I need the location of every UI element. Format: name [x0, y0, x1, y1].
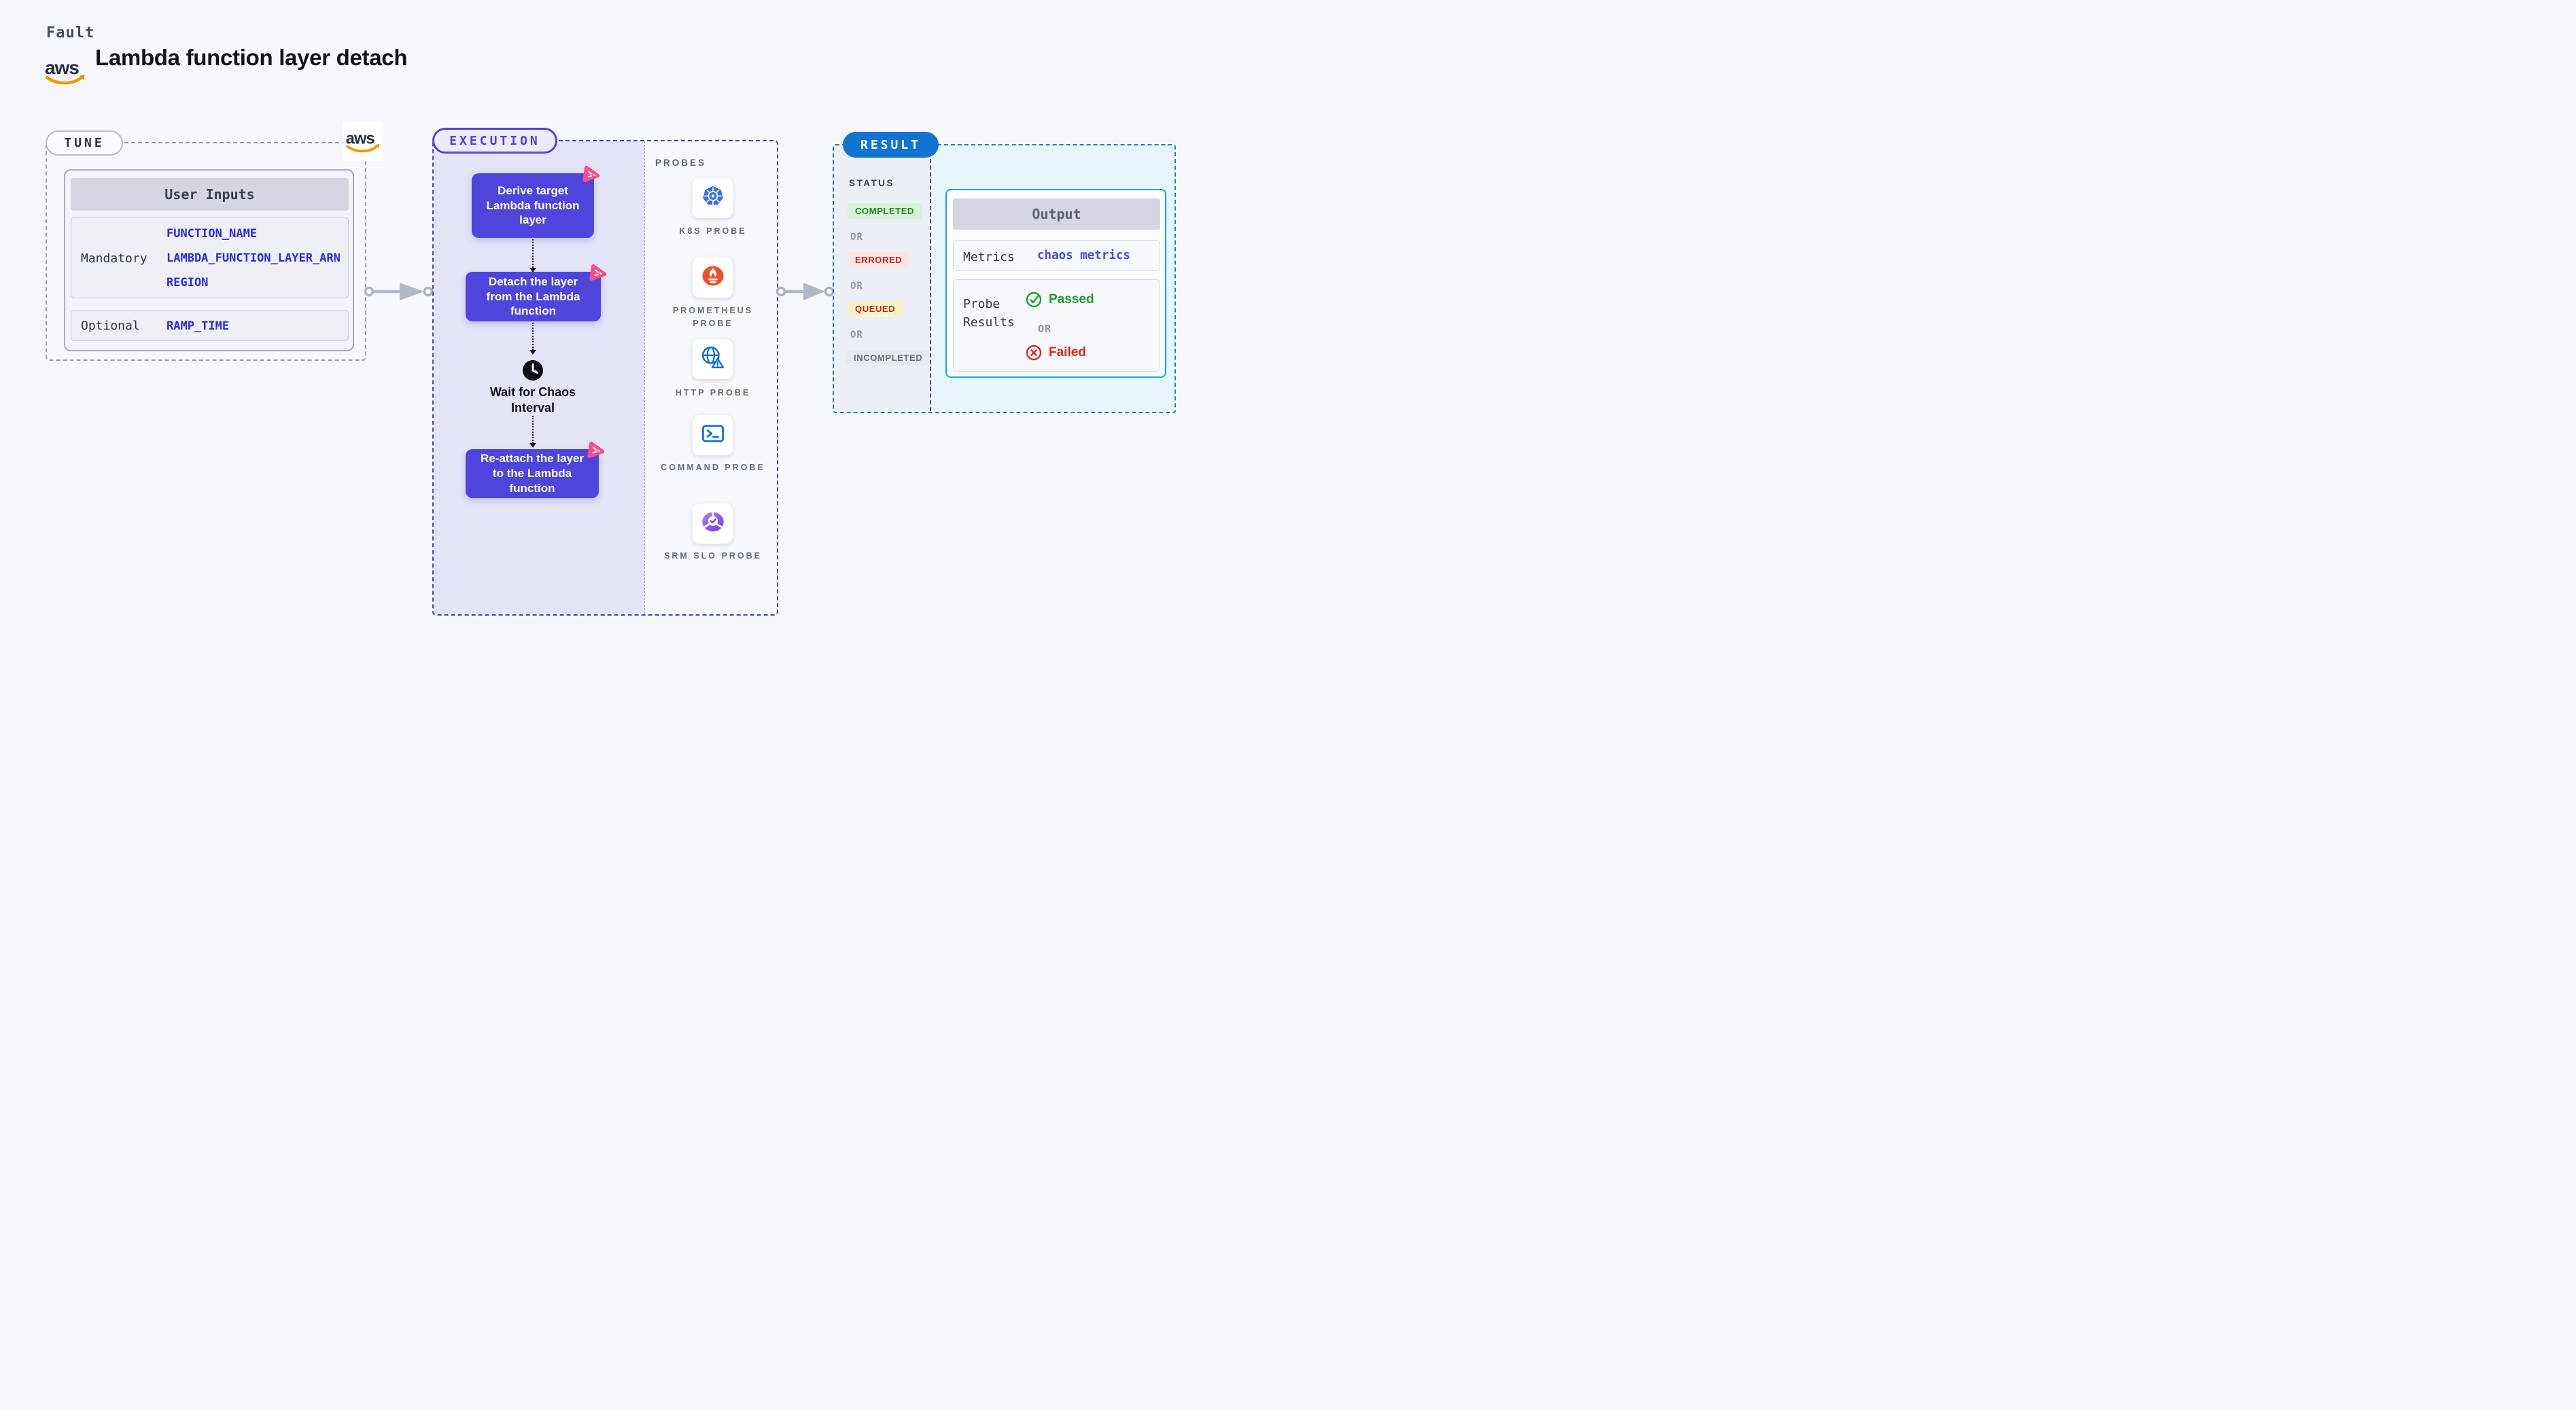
tune-pill: TUNE: [46, 130, 123, 156]
failed-x-icon: [1025, 344, 1043, 362]
flow-connector-arrowhead: [529, 268, 536, 276]
tune-section: TUNE aws User Inputs Mandatory FUNCTION_…: [46, 122, 383, 361]
wait-for-chaos-interval-label: Wait for Chaos Interval: [489, 385, 576, 415]
prometheus-icon: [701, 264, 725, 292]
flow-connector: [532, 323, 534, 350]
chaos-icon: [579, 163, 602, 186]
failed-label: Failed: [1049, 345, 1086, 359]
step-reattach-label: Re-attach the layer to the Lambda functi…: [480, 452, 585, 495]
fault-eyebrow: Fault: [46, 24, 95, 41]
user-inputs-table: User Inputs Mandatory FUNCTION_NAME LAMB…: [64, 169, 354, 351]
fault-diagram-page: Fault aws Lambda function layer detach T…: [0, 0, 1288, 705]
execution-to-result-arrow: [776, 279, 835, 304]
passed-check-icon: [1025, 291, 1043, 309]
status-badge-errored: ERRORED: [848, 252, 910, 268]
flow-connector-arrowhead: [529, 350, 536, 358]
output-box: Output Metrics chaos metrics Probe Resul…: [945, 189, 1166, 378]
input-ramp-time: RAMP_TIME: [167, 319, 230, 333]
svg-text:aws: aws: [346, 130, 375, 147]
mandatory-label: Mandatory: [81, 251, 147, 266]
k8s-probe-label: K8S PROBE: [679, 226, 747, 236]
result-section: RESULT STATUS COMPLETED OR ERRORED OR QU…: [833, 132, 1176, 413]
srm-slo-probe-card: [693, 504, 733, 544]
metrics-row: Metrics chaos metrics: [953, 240, 1160, 271]
srm-slo-icon: [701, 510, 725, 537]
aws-logo: aws: [43, 56, 87, 87]
step-detach-label: Detach the layer from the Lambda functio…: [486, 275, 580, 318]
passed-result: Passed: [1025, 291, 1094, 309]
status-badge-incompleted: INCOMPLETED: [846, 350, 930, 366]
step-derive-target-layer: Derive target Lambda function layer: [472, 165, 600, 238]
terminal-icon: [701, 421, 725, 449]
http-probe-card: [693, 339, 733, 379]
failed-result: Failed: [1025, 344, 1086, 362]
kubernetes-icon: [701, 184, 725, 212]
command-probe-card: [693, 415, 733, 455]
passed-label: Passed: [1049, 292, 1094, 306]
step-detach-layer: Detach the layer from the Lambda functio…: [466, 264, 607, 321]
input-region: REGION: [167, 276, 209, 289]
probes-title: PROBES: [655, 158, 707, 168]
tune-to-execution-arrow: [364, 279, 434, 304]
result-divider: [930, 145, 931, 411]
status-badge-completed: COMPLETED: [848, 203, 922, 219]
or-label: OR: [850, 281, 863, 292]
optional-row: Optional RAMP_TIME: [71, 310, 349, 341]
or-label: OR: [1038, 323, 1052, 335]
output-header: Output: [953, 198, 1160, 230]
prometheus-probe-label: PROMETHEUS PROBE: [672, 306, 754, 329]
step-reattach-layer: Re-attach the layer to the Lambda functi…: [466, 441, 605, 498]
flow-connector: [532, 239, 534, 268]
http-globe-icon: [701, 345, 725, 373]
chaos-metrics-link[interactable]: chaos metrics: [1037, 249, 1130, 262]
flow-connector: [532, 416, 534, 443]
step-derive-label: Derive target Lambda function layer: [486, 183, 580, 227]
probes-divider: [644, 141, 645, 614]
user-inputs-header: User Inputs: [71, 178, 349, 211]
or-label: OR: [850, 232, 863, 243]
status-title: STATUS: [849, 178, 894, 188]
prometheus-probe-card: [693, 258, 733, 298]
aws-corner-logo: aws: [343, 122, 383, 161]
command-probe-label: COMMAND PROBE: [661, 463, 765, 472]
k8s-probe-card: [693, 178, 733, 218]
http-probe-label: HTTP PROBE: [675, 388, 751, 398]
input-lambda-function-layer-arn: LAMBDA_FUNCTION_LAYER_ARN: [167, 251, 341, 265]
clock-icon: [522, 359, 544, 381]
metrics-label: Metrics: [963, 250, 1015, 264]
or-label: OR: [850, 330, 863, 340]
chaos-icon: [586, 262, 609, 285]
input-function-name: FUNCTION_NAME: [167, 227, 258, 241]
page-title: Lambda function layer detach: [95, 45, 408, 70]
status-column-background: [834, 145, 930, 411]
flow-connector-arrowhead: [529, 443, 536, 451]
probe-results-label: Probe Results: [963, 297, 1015, 330]
mandatory-row: Mandatory FUNCTION_NAME LAMBDA_FUNCTION_…: [71, 217, 349, 298]
probe-results-row: Probe Results Passed OR: [953, 279, 1160, 372]
execution-pill: EXECUTION: [432, 128, 557, 154]
chaos-icon: [584, 439, 607, 462]
result-pill: RESULT: [843, 132, 939, 158]
svg-text:aws: aws: [45, 57, 79, 78]
optional-label: Optional: [81, 319, 140, 333]
srm-slo-probe-label: SRM SLO PROBE: [664, 551, 762, 561]
execution-section: EXECUTION PROBES Derive target Lambda fu…: [432, 128, 778, 616]
status-badge-queued: QUEUED: [848, 301, 903, 317]
